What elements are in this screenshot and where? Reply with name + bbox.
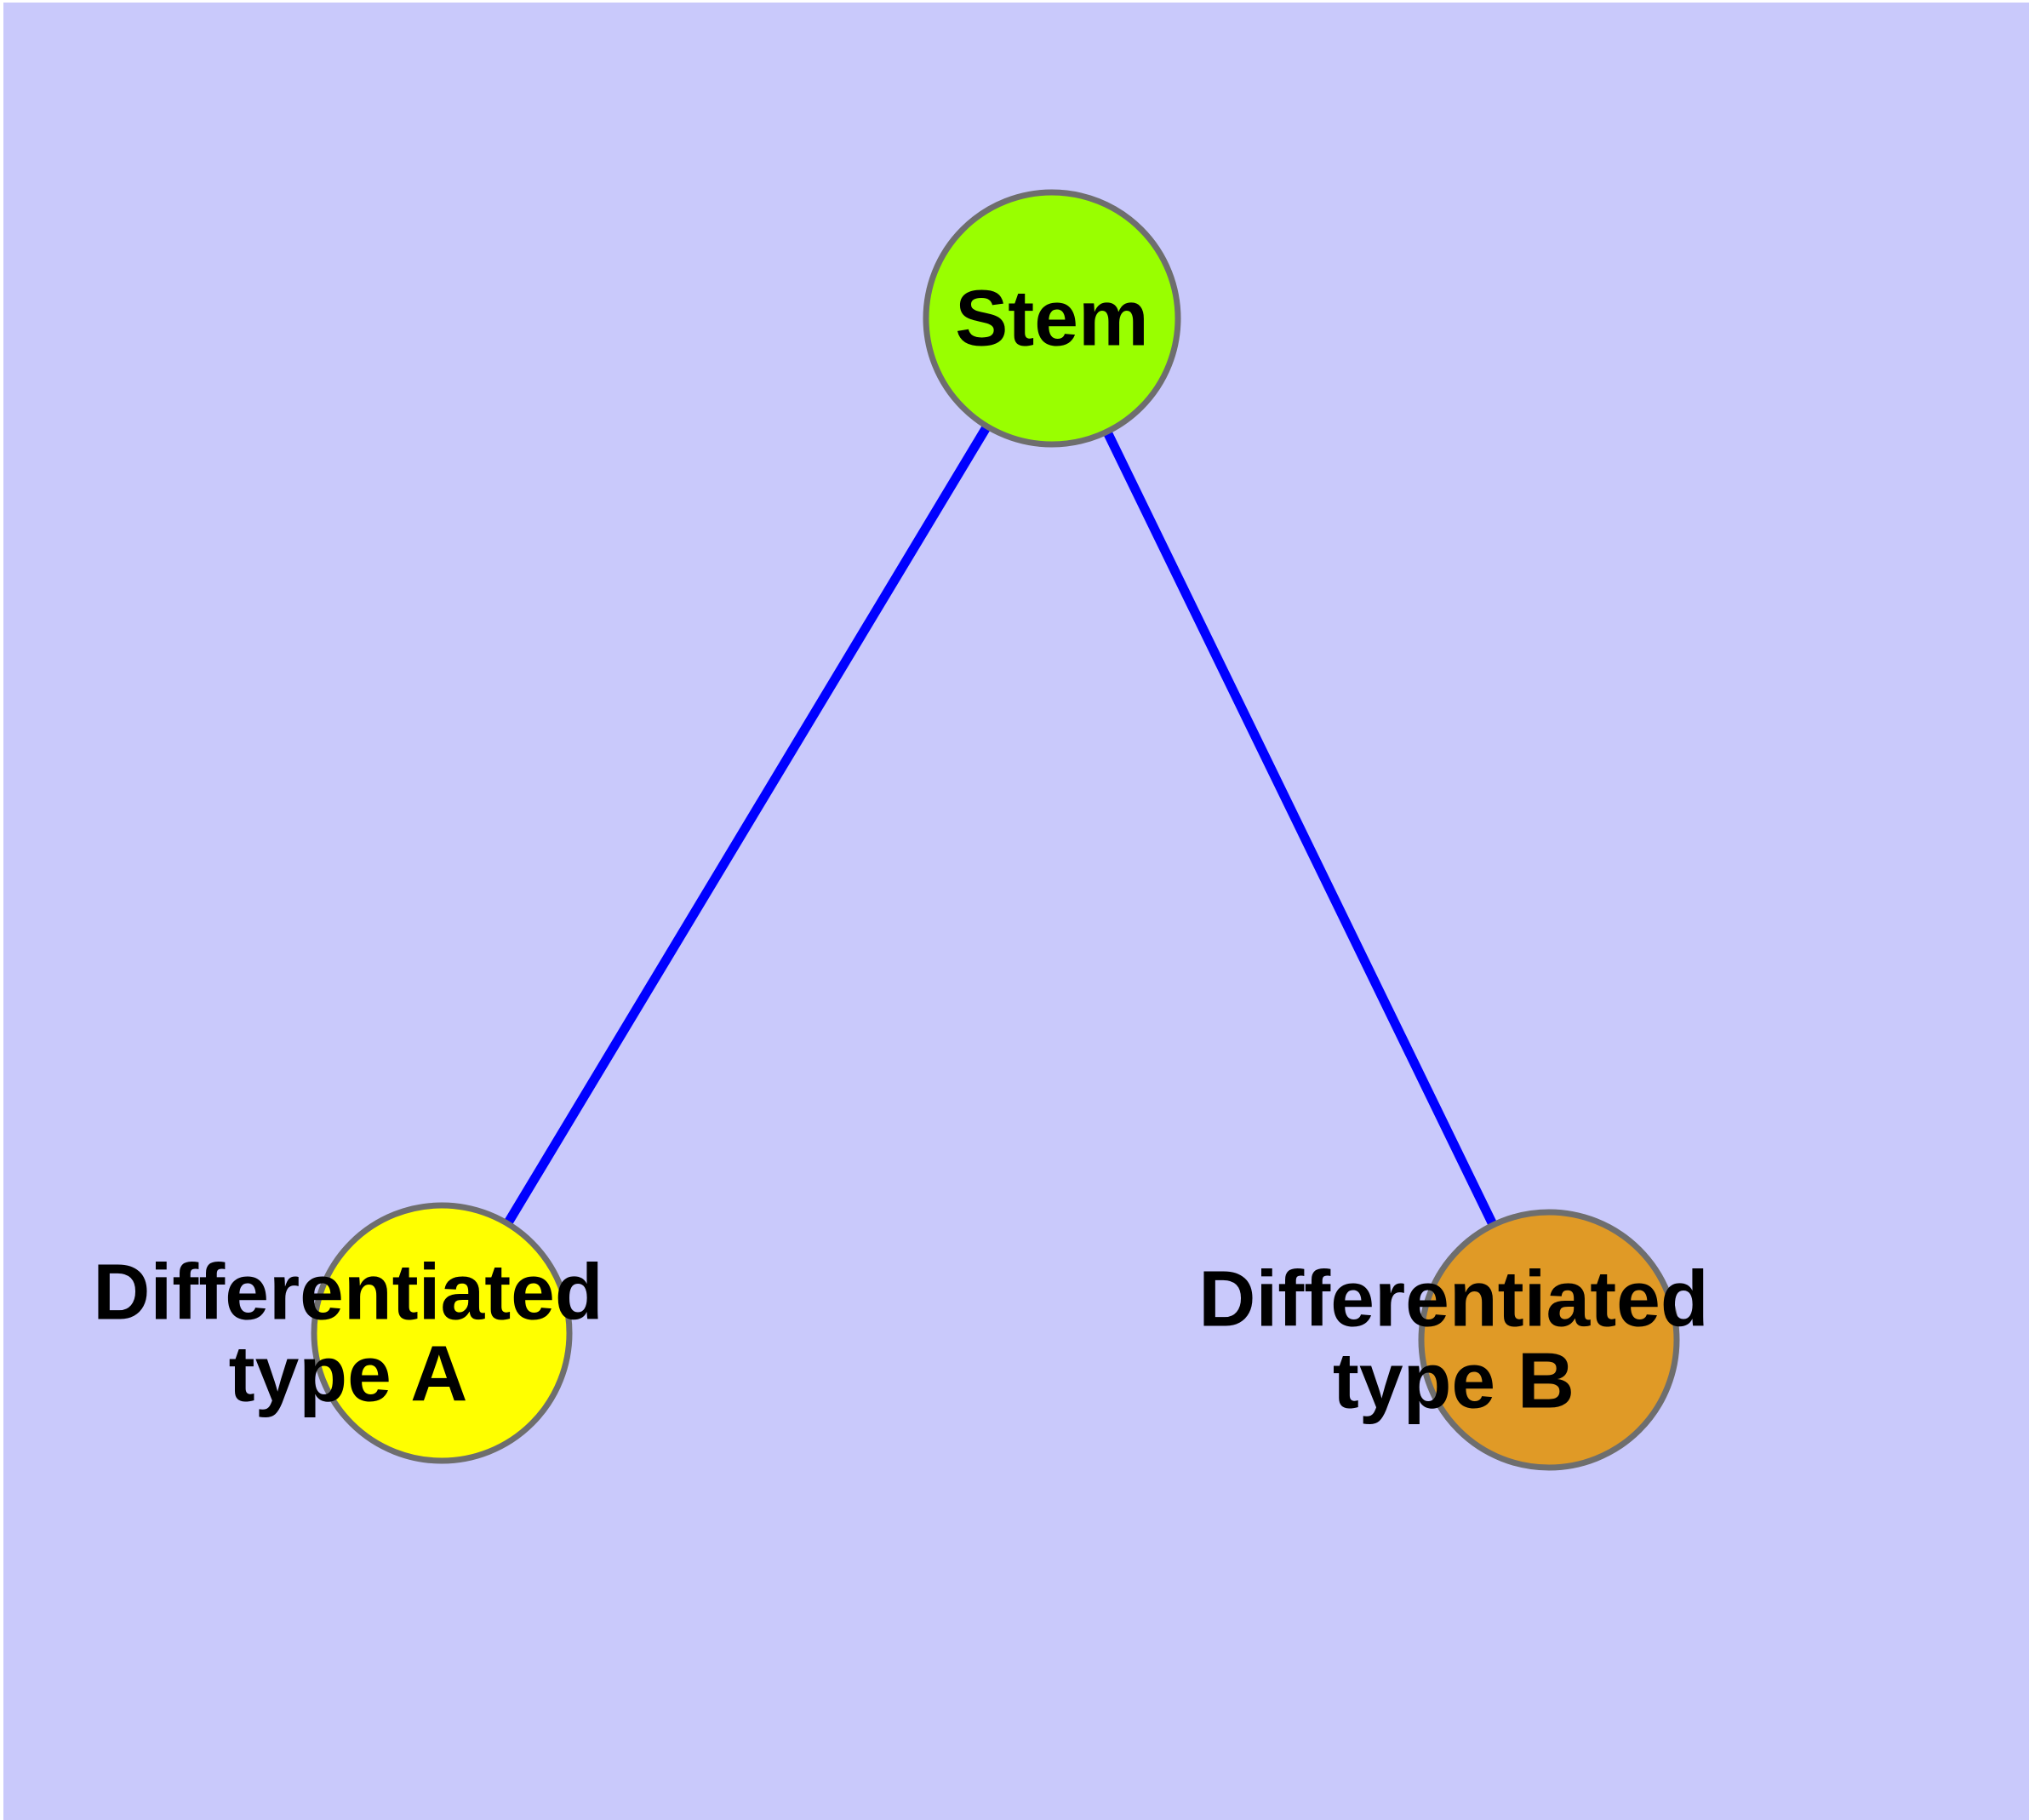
graph-edge-stem-to-diff-a[interactable]	[504, 425, 991, 1225]
node-layer	[311, 189, 1680, 1471]
graph-edge-stem-to-diff-b[interactable]	[1103, 431, 1497, 1226]
graph-node-label-stem: Stem	[955, 274, 1148, 363]
graph-node-diff-b[interactable]	[1418, 1209, 1680, 1471]
label-line: Stem	[955, 274, 1148, 363]
label-line: type B	[1333, 1336, 1575, 1425]
edge-layer	[504, 425, 1497, 1226]
label-line: Differentiated	[1198, 1255, 1708, 1343]
graph-node-stem[interactable]	[923, 189, 1181, 448]
label-line: type A	[229, 1330, 468, 1418]
label-line: Differentiated	[93, 1248, 603, 1336]
graph-node-diff-a[interactable]	[311, 1202, 573, 1464]
